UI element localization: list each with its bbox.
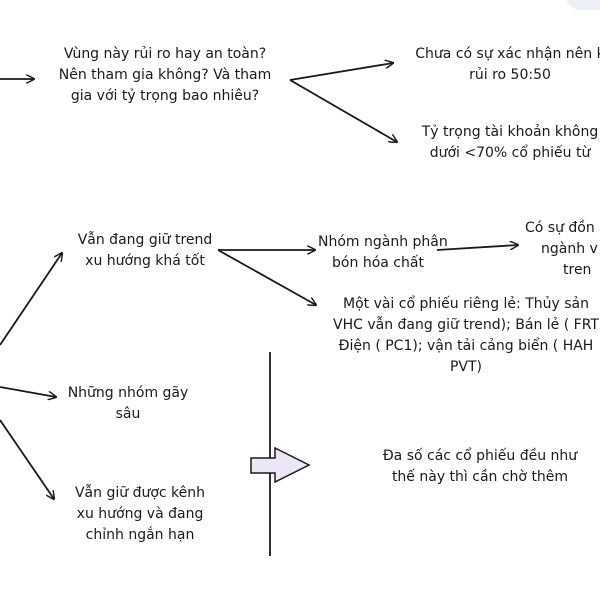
arrow-question-to-no-confirm xyxy=(289,63,393,81)
node-deep-break: Những nhóm gãy sâu xyxy=(67,385,189,422)
arrow-holding-to-single-stocks xyxy=(217,249,316,305)
node-account-weight: Tỷ trọng tài khoản không dưới <70% cổ ph… xyxy=(421,124,599,161)
node-consensus: Có sự đồn ngành v tren xyxy=(525,220,598,278)
arrow-root-to-channel-correction xyxy=(0,419,54,499)
node-single-stocks: Một vài cổ phiếu riêng lẻ: Thủy sản VHC … xyxy=(333,296,599,375)
node-holding-trend: Vẫn đang giữ trend xu hướng khá tốt xyxy=(77,232,213,269)
arrow-root-to-holding-trend xyxy=(0,253,62,346)
node-question: Vùng này rủi ro hay an toàn? Nên tham gi… xyxy=(58,46,272,104)
corner-decoration xyxy=(566,0,600,10)
arrow-root-to-deep-break xyxy=(0,386,56,397)
node-fertilizer-group: Nhóm ngành phân bón hóa chất xyxy=(318,234,448,271)
node-wait-more: Đa số các cổ phiếu đều như thế này thì c… xyxy=(382,448,578,485)
node-no-confirm: Chưa có sự xác nhận nên k rủi ro 50:50 xyxy=(415,46,600,83)
block-arrow-icon xyxy=(250,446,311,484)
node-channel-correction: Vẫn giữ được kênh xu hướng và đang chỉnh… xyxy=(74,485,206,543)
arrow-fertilizer-to-consensus xyxy=(436,245,518,251)
arrow-question-to-account-weight xyxy=(289,79,397,142)
